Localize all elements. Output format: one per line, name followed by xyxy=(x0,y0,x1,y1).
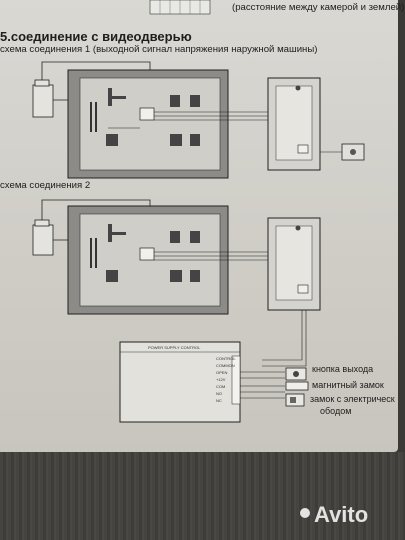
psu-terminal: COMMON xyxy=(216,363,235,368)
doorbell-2 xyxy=(267,217,321,311)
power-supply xyxy=(119,341,241,423)
psu-terminal: COM xyxy=(216,384,226,389)
psu-terminal: NO xyxy=(216,391,222,396)
psu-title: POWER SUPPLY CONTROL xyxy=(148,345,201,350)
psu-terminal: OPEN xyxy=(216,370,228,375)
exit-button-device xyxy=(285,367,307,381)
magnetic-lock-label: магнитный замок xyxy=(312,380,384,390)
doorbell-1 xyxy=(267,77,365,171)
scheme-1-title: схема соединения 1 (выходной сигнал напр… xyxy=(0,44,318,55)
avito-logo-icon xyxy=(300,508,310,518)
magnetic-lock-device xyxy=(285,381,309,391)
section-heading: 5.соединение с видеодверью xyxy=(0,29,192,44)
electric-lock-device xyxy=(285,393,305,407)
psu-wires xyxy=(240,371,285,399)
monitor-1 xyxy=(67,69,229,179)
electric-lock-label: замок с электрическ xyxy=(310,394,395,404)
electric-lock-label-2: ободом xyxy=(320,406,352,416)
exit-button-label: кнопка выхода xyxy=(312,364,374,374)
top-caption: (расстояние между камерой и землей) xyxy=(232,2,405,13)
psu-terminal: +12V xyxy=(216,377,226,382)
scheme-2-title: схема соединения 2 xyxy=(0,180,91,191)
psu-terminal-list: CONTROL COMMON OPEN +12V COM NO NC xyxy=(216,356,236,405)
adapter-2 xyxy=(32,199,151,256)
adapter-1 xyxy=(32,61,151,118)
psu-terminal: CONTROL xyxy=(216,356,236,361)
avito-watermark: Avito xyxy=(314,502,369,527)
psu-terminal: NC xyxy=(216,398,222,403)
floor-background xyxy=(0,452,405,540)
